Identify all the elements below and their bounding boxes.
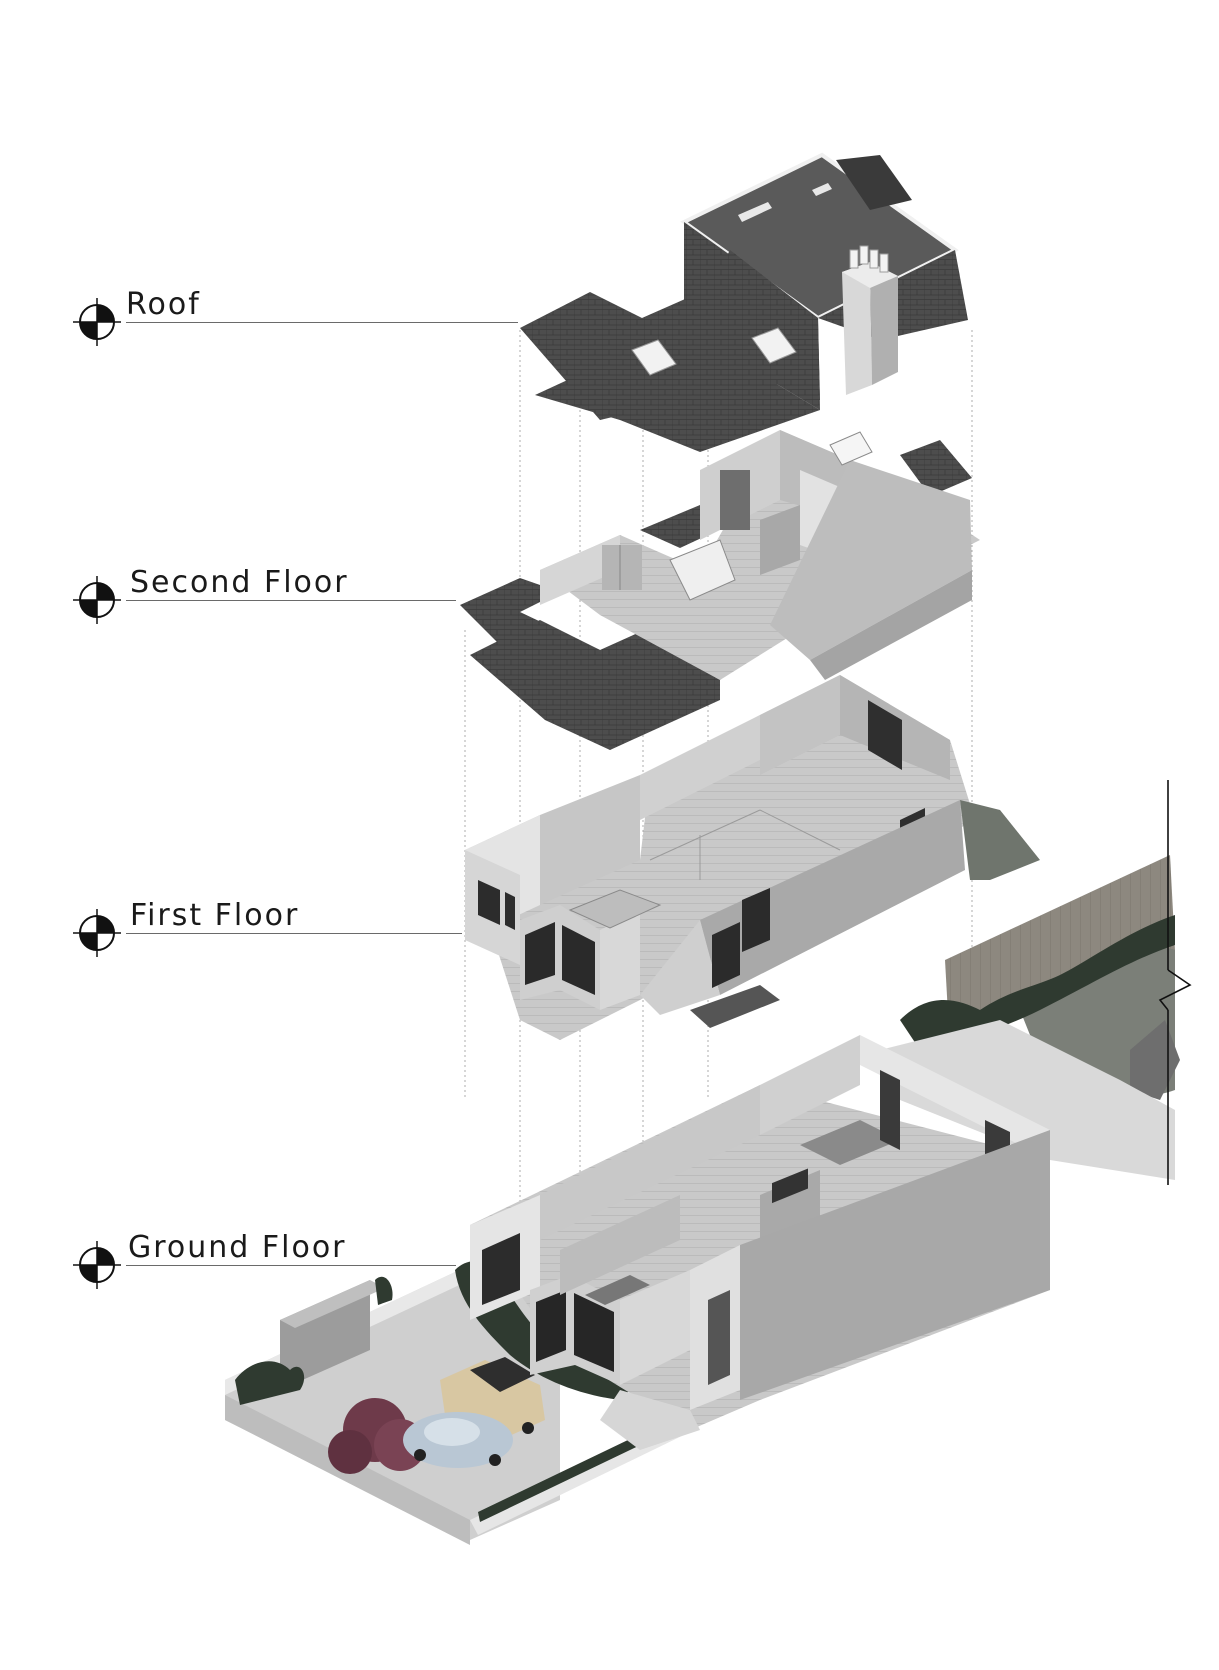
roof-level — [520, 152, 968, 452]
room-wall — [560, 1195, 680, 1295]
hedge — [375, 1276, 393, 1305]
wall-right-exterior-face — [810, 570, 972, 680]
car-beetle — [403, 1412, 513, 1468]
canopy — [690, 985, 780, 1028]
room-wall — [540, 1085, 760, 1240]
chimney-side — [870, 262, 898, 385]
bin-store — [280, 1280, 370, 1390]
room-wall — [760, 675, 840, 775]
flat-roof-edge — [836, 155, 912, 210]
level-label: Second Floor — [130, 565, 349, 600]
bin-store-top — [280, 1280, 385, 1328]
stair-void — [669, 539, 736, 601]
front-path — [600, 1390, 700, 1450]
front-door — [708, 1290, 730, 1385]
room-wall — [640, 715, 760, 820]
room-wall — [760, 1035, 860, 1135]
hedge — [900, 915, 1175, 1050]
ground-floor-level — [225, 780, 1192, 1545]
bath — [829, 431, 873, 466]
kitchen-island — [800, 1120, 900, 1165]
garden-terrace — [880, 1020, 1175, 1180]
bed — [568, 889, 662, 929]
roof-slope-right — [900, 440, 972, 496]
planter — [470, 1420, 690, 1535]
roof-window — [751, 327, 797, 364]
level-leader-line — [126, 933, 462, 934]
skylight — [738, 202, 772, 222]
wardrobe — [602, 545, 642, 590]
level-label: First Floor — [130, 898, 300, 933]
tv — [772, 1168, 808, 1204]
second-floor-level — [460, 430, 980, 750]
roof-window — [631, 339, 677, 376]
level-leader-line — [126, 1265, 456, 1266]
level-marker-icon — [73, 909, 121, 957]
wall-right-exterior — [770, 460, 972, 660]
level-marker-icon — [73, 298, 121, 346]
wardrobe — [720, 470, 750, 530]
driveway — [225, 1265, 560, 1540]
front-roof-slope — [535, 350, 820, 452]
bay-glass — [536, 1290, 614, 1372]
side-wall-right — [700, 800, 965, 995]
level-leader-line — [126, 600, 456, 601]
windows — [478, 880, 515, 930]
windows — [482, 1233, 520, 1305]
wall — [760, 505, 800, 575]
terrace — [960, 800, 1040, 880]
chimney-front — [842, 262, 872, 395]
level-marker-icon — [73, 576, 121, 624]
level-label: Roof — [126, 287, 201, 322]
sofa — [585, 1275, 650, 1305]
front-wall — [600, 910, 640, 1010]
roof-slope-front — [470, 620, 720, 750]
chimney-pots — [849, 245, 889, 273]
side-wall-right — [740, 1130, 1050, 1400]
section-break-icon — [1158, 780, 1192, 1185]
wall — [540, 535, 620, 605]
partitions — [649, 809, 841, 880]
front-wall-right — [640, 920, 720, 1015]
front-wall — [620, 1270, 690, 1385]
bay-glass — [525, 922, 595, 995]
first-floor-level — [465, 675, 1040, 1040]
level-label: Ground Floor — [128, 1230, 347, 1265]
level-marker-icon — [73, 1241, 121, 1289]
hedge — [235, 1361, 305, 1405]
room-wall — [540, 775, 640, 905]
level-leader-line — [126, 322, 518, 323]
windows — [712, 888, 770, 988]
skylight — [812, 183, 832, 196]
